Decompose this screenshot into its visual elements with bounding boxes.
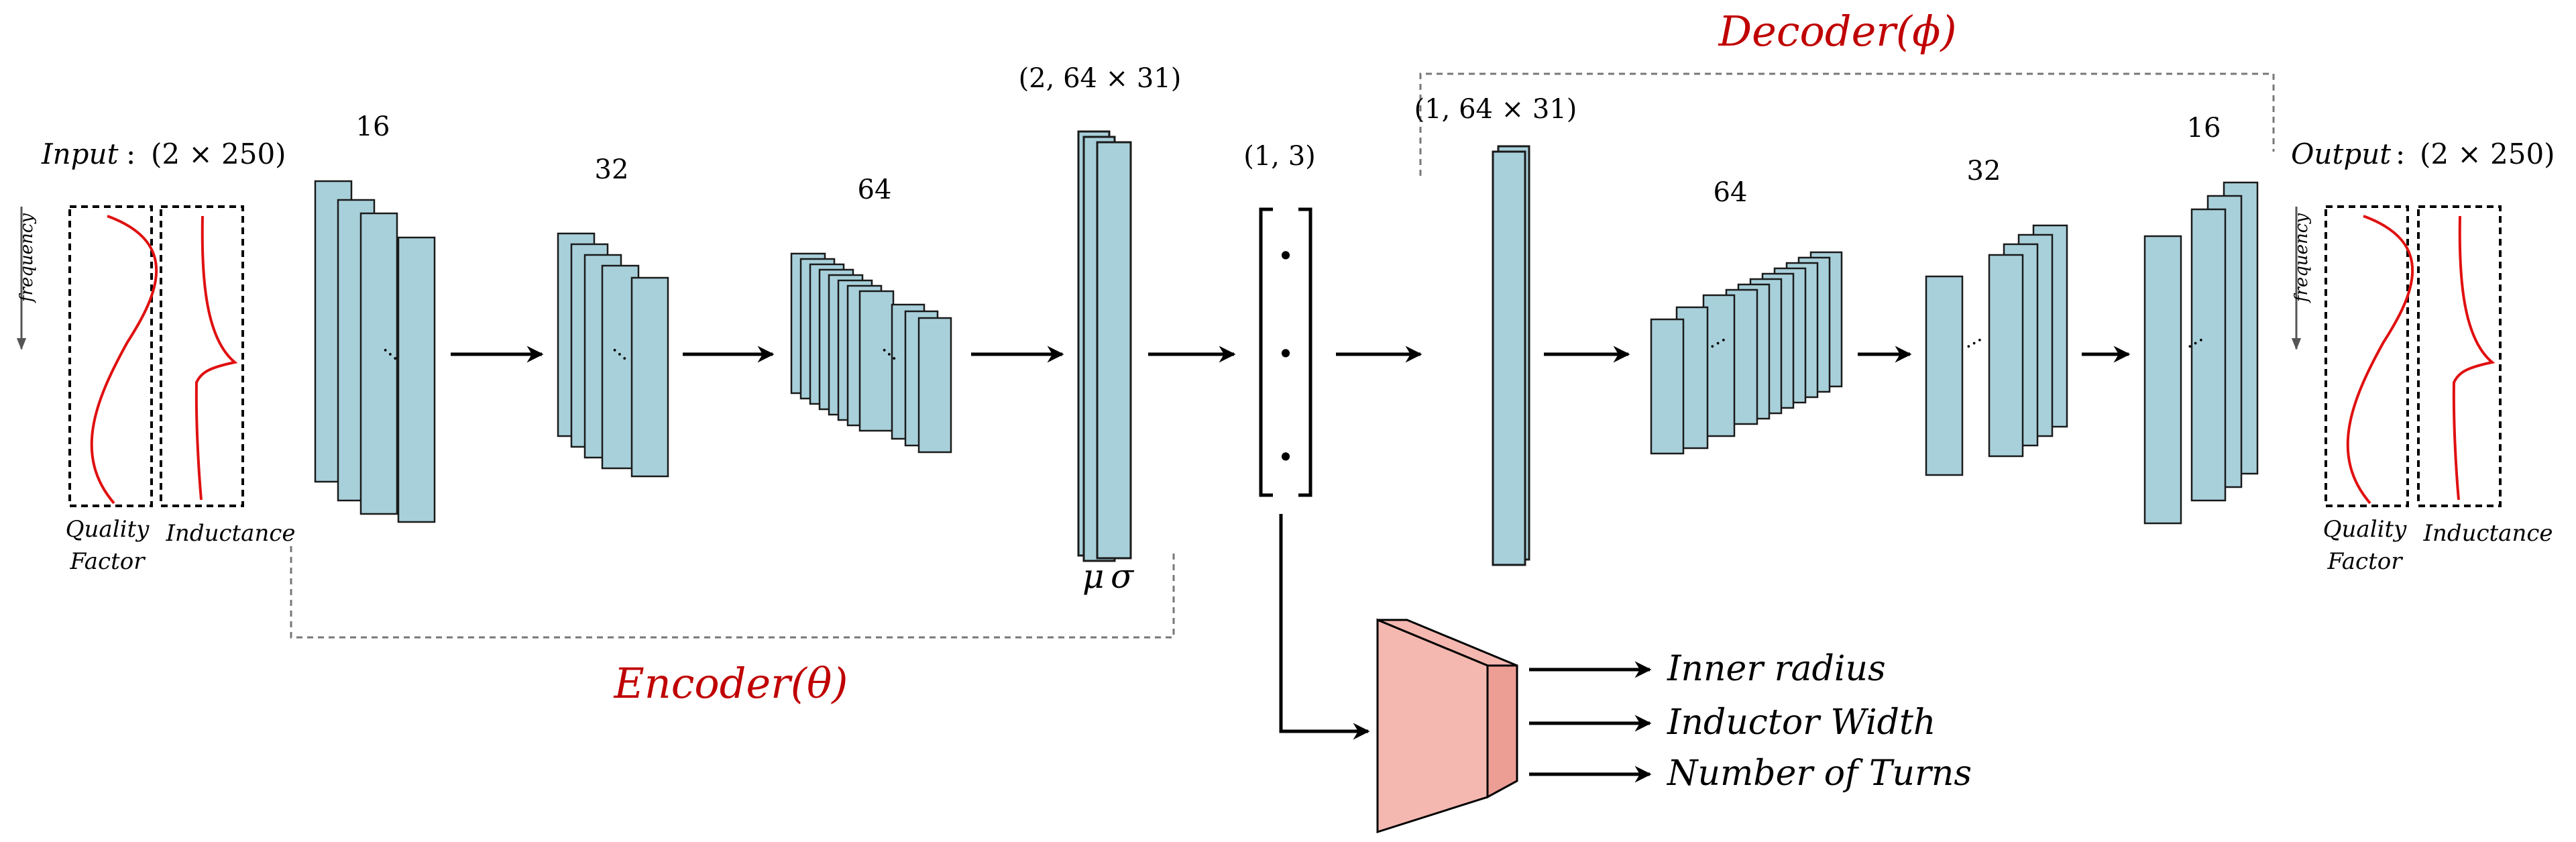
decoder-dashed-bracket [1419,72,2275,176]
latent-vector: • • • [1259,207,1312,497]
latent-shape: (1, 3) [1243,141,1316,172]
sigma-layer [1096,141,1132,560]
regressor-head: Inner radius Inductor Width Number of Tu… [1376,618,1972,834]
latent-bracket-left [1259,207,1273,497]
decoder-input-shape: (1, 64 × 31) [1414,94,1577,125]
output-quality-factor-label-line1: Quality [2323,516,2407,543]
decoder-channels-32: 32 [1967,156,2001,187]
output-quality-factor-curve [2346,215,2414,505]
encoder-title: Encoder(θ) [614,659,848,708]
output-inductance-curve [2452,215,2496,501]
input-label-colon: : [126,138,135,170]
inductance-label: Inductance [165,520,295,547]
inductance-box [160,205,244,507]
output-inductance-box [2417,205,2502,507]
input-label: Input [41,138,119,170]
decoder-block1-layer [1650,318,1685,455]
encoder: 16 ... 32 ... 64 [314,63,1182,596]
regressor-block-side [1486,664,1518,799]
output-inner-radius: Inner radius [1667,649,1886,689]
decoder-deconv-block-3: ... [2143,181,2259,525]
mu-sigma-latent-layers [1077,130,1132,562]
output-number-of-turns: Number of Turns [1666,753,1972,794]
encoder-latent-shape: (2, 64 × 31) [1019,63,1182,94]
encoder-block3-layer [917,317,952,454]
decoder-input-layer [1492,145,1530,566]
arrow-latent-to-regressor [1279,514,1370,740]
decoder-title: Decoder(ϕ) [1718,7,1956,56]
encoder-conv-block-1: ... [314,180,436,523]
input-shape: (2 × 250) [151,138,286,170]
decoder-block3-layer [2143,235,2182,525]
decoder-block1-layer [1702,294,1736,437]
inductance-curve [194,215,238,501]
encoder-block3-layer [858,290,895,432]
encoder-block1-layer [359,212,398,515]
decoder-block2-layer [1925,275,1964,476]
input-panel: Input : (2 × 250) frequency Quality Fact… [16,138,296,575]
output-inductance-label: Inductance [2422,520,2553,547]
encoder-block2-layer [630,276,669,478]
latent-dot-2: • [1278,337,1294,370]
encoder-block1-layer [397,236,436,523]
decoder-deconv-block-2: ... [1925,224,2068,476]
decoder-channels-64: 64 [1714,177,1748,208]
decoder-block2-layer [1988,254,2024,458]
output-inductor-width: Inductor Width [1667,702,1936,743]
latent-bracket-right [1298,207,1312,497]
output-label-colon: : [2396,138,2405,170]
regressor-block-front [1376,618,1489,834]
output-quality-factor-label-line2: Factor [2327,548,2404,575]
output-shape: (2 × 250) [2420,138,2555,170]
decoder-block3-layer [2190,208,2227,502]
output-label: Output [2291,138,2391,170]
decoder-channels-16: 16 [2187,113,2221,144]
quality-factor-label-line2: Factor [70,548,146,575]
decoder-fc-layer [1492,150,1526,566]
encoder-conv-block-2: ... [557,232,669,478]
latent-dot-3: • [1278,441,1294,474]
sigma-label: σ [1111,557,1135,596]
quality-factor-box [68,205,153,507]
output-quality-factor-box [2325,205,2409,507]
quality-factor-curve [90,215,158,505]
decoder-deconv-block-1: ... [1650,251,1843,455]
encoder-channels-32: 32 [595,154,629,185]
latent-dot-1: • [1278,240,1294,272]
encoder-dashed-bracket [290,546,1175,639]
output-frequency-axis-label: frequency [2292,213,2312,304]
decoder: (1, 64 × 31) 64 ... 32 [1414,94,2259,566]
encoder-channels-64: 64 [858,174,892,205]
encoder-conv-block-3: ... [790,252,952,454]
quality-factor-label-line1: Quality [66,516,150,543]
encoder-channels-16: 16 [356,111,390,142]
output-panel: Output : (2 × 250) frequency Quality Fac… [2291,138,2555,575]
mu-label: μ [1082,557,1105,596]
frequency-axis-label: frequency [17,213,37,304]
